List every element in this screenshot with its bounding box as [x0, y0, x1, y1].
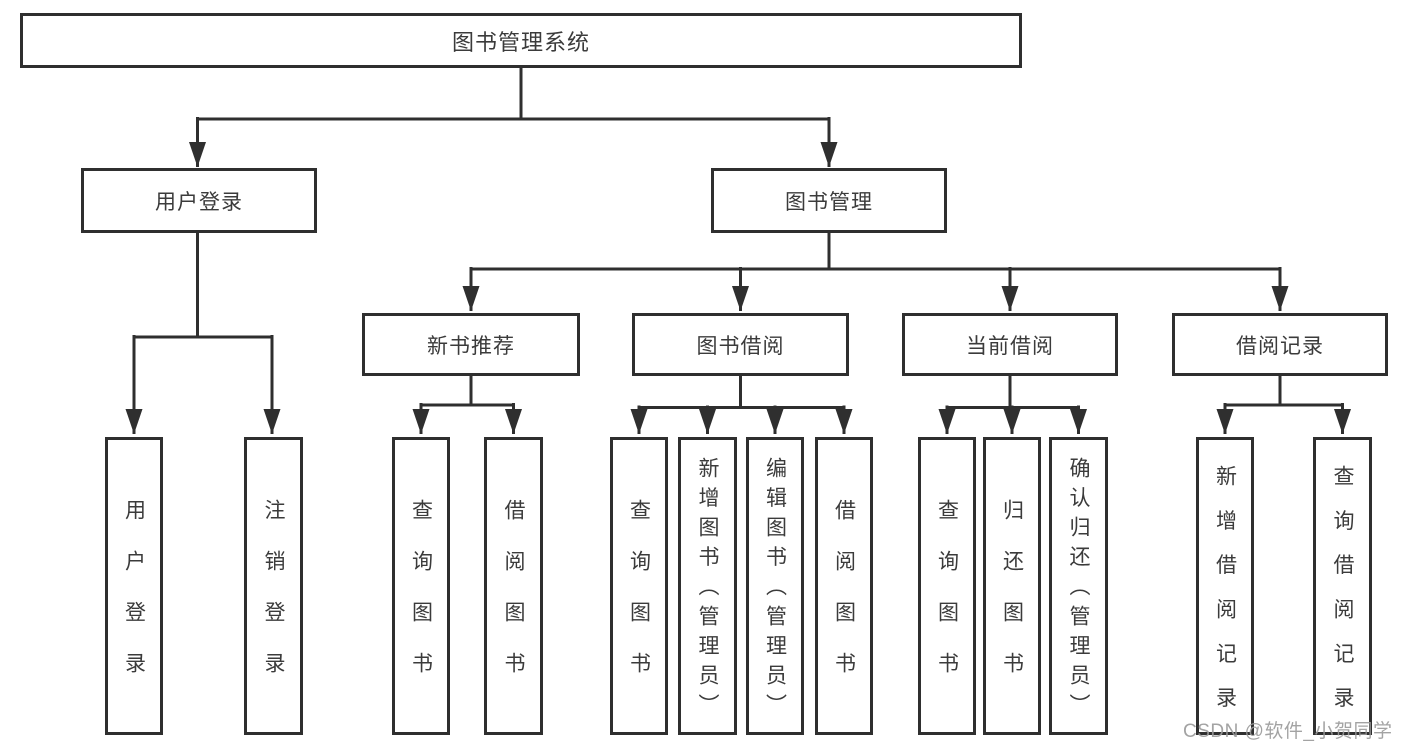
node-label: 查询图书 [409, 499, 433, 703]
leaf-query-borrow-record: 查询借阅记录 [1313, 437, 1372, 735]
leaf-confirm-return-admin: 确认归还（管理员） [1049, 437, 1108, 735]
leaf-borrow-book-1: 借阅图书 [484, 437, 543, 735]
node-current-borrow: 当前借阅 [902, 313, 1118, 376]
node-label: 新增借阅记录 [1213, 464, 1237, 731]
node-label: 用户登录 [155, 190, 243, 214]
node-label: 归还图书 [1000, 499, 1024, 703]
node-label: 借阅图书 [502, 499, 525, 703]
node-label: 查询图书 [935, 499, 959, 703]
node-book-management: 图书管理 [711, 168, 947, 233]
leaf-add-book-admin: 新增图书（管理员） [678, 437, 737, 735]
node-label: 图书借阅 [696, 334, 785, 358]
node-label: 注销登录 [262, 499, 285, 703]
leaf-query-book-1: 查询图书 [392, 437, 450, 735]
leaf-logout: 注销登录 [244, 437, 303, 735]
node-label: 新增图书（管理员） [696, 457, 719, 724]
node-label: 图书管理 [785, 190, 873, 214]
node-label: 用户登录 [122, 499, 146, 703]
leaf-query-book-3: 查询图书 [918, 437, 976, 735]
node-label: 新书推荐 [427, 334, 515, 358]
node-new-book-recommend: 新书推荐 [362, 313, 580, 376]
node-root-library-management-system: 图书管理系统 [20, 13, 1022, 68]
leaf-query-book-2: 查询图书 [610, 437, 668, 735]
leaf-edit-book-admin: 编辑图书（管理员） [746, 437, 804, 735]
node-label: 确认归还（管理员） [1067, 457, 1090, 724]
node-book-borrow: 图书借阅 [632, 313, 849, 376]
node-label: 借阅图书 [832, 499, 856, 703]
node-label: 查询图书 [627, 499, 651, 703]
node-label: 借阅记录 [1236, 334, 1324, 358]
node-label: 查询借阅记录 [1331, 464, 1354, 731]
leaf-return-book: 归还图书 [983, 437, 1041, 735]
node-label: 编辑图书（管理员） [763, 457, 787, 724]
node-borrow-record: 借阅记录 [1172, 313, 1388, 376]
node-user-login: 用户登录 [81, 168, 317, 233]
leaf-borrow-book-2: 借阅图书 [815, 437, 873, 735]
watermark-text: CSDN @软件_小贺同学 [1183, 721, 1393, 742]
leaf-user-login: 用户登录 [105, 437, 163, 735]
node-label: 图书管理系统 [451, 29, 590, 55]
node-label: 当前借阅 [966, 334, 1054, 358]
leaf-add-borrow-record: 新增借阅记录 [1196, 437, 1254, 735]
